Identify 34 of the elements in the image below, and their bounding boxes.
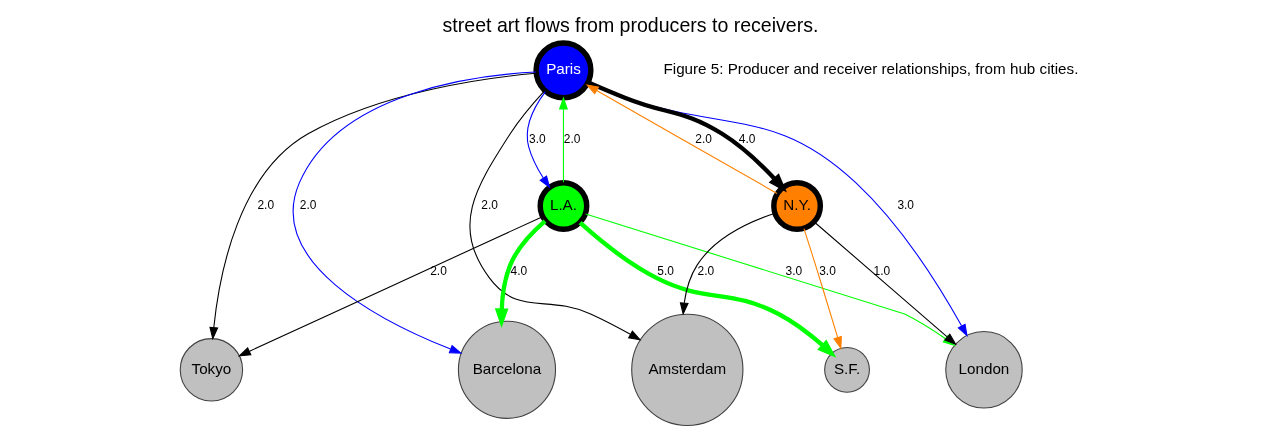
edge-label: 3.0 <box>897 198 915 212</box>
arrow <box>526 91 551 189</box>
edge-label: 2.0 <box>430 263 447 278</box>
node-circle: Paris <box>533 40 594 101</box>
edge-label: 2.0 <box>481 198 498 212</box>
edge-label: 4.0 <box>738 132 756 147</box>
node-circle: N.Y. <box>771 180 824 232</box>
node-circle: Amsterdam <box>631 313 744 426</box>
edge-label: 2.0 <box>697 263 715 278</box>
arrow <box>803 228 842 350</box>
node-circle: L.A. <box>537 180 590 232</box>
node-circle: Tokyo <box>179 338 244 402</box>
arrow <box>558 96 569 183</box>
arrow <box>209 72 537 341</box>
edge-label: 4.0 <box>510 263 528 278</box>
arrow <box>494 219 547 328</box>
edge-label: 3.0 <box>529 132 546 147</box>
edge-label: 1.0 <box>873 263 891 278</box>
edge-label: 5.0 <box>657 263 674 278</box>
edge-label: 2.0 <box>257 198 275 212</box>
arrow <box>469 90 642 341</box>
edge-label: 2.0 <box>299 198 317 212</box>
node-circle: Barcelona <box>457 320 557 419</box>
label: Figure 5: Producer and receiver relationships, from hub cities. <box>663 60 1079 78</box>
edge-label: 2.0 <box>563 132 581 147</box>
arrow <box>578 221 837 358</box>
arrow <box>679 212 776 316</box>
arrow <box>293 71 537 354</box>
edge-label: 3.0 <box>785 263 803 278</box>
edge-label: 3.0 <box>819 263 836 278</box>
node-circle: S.F. <box>824 346 870 393</box>
arrow <box>237 216 544 357</box>
diagram-title: street art flows from producers to receivers. <box>442 14 819 37</box>
edge-label: 2.0 <box>695 132 712 147</box>
